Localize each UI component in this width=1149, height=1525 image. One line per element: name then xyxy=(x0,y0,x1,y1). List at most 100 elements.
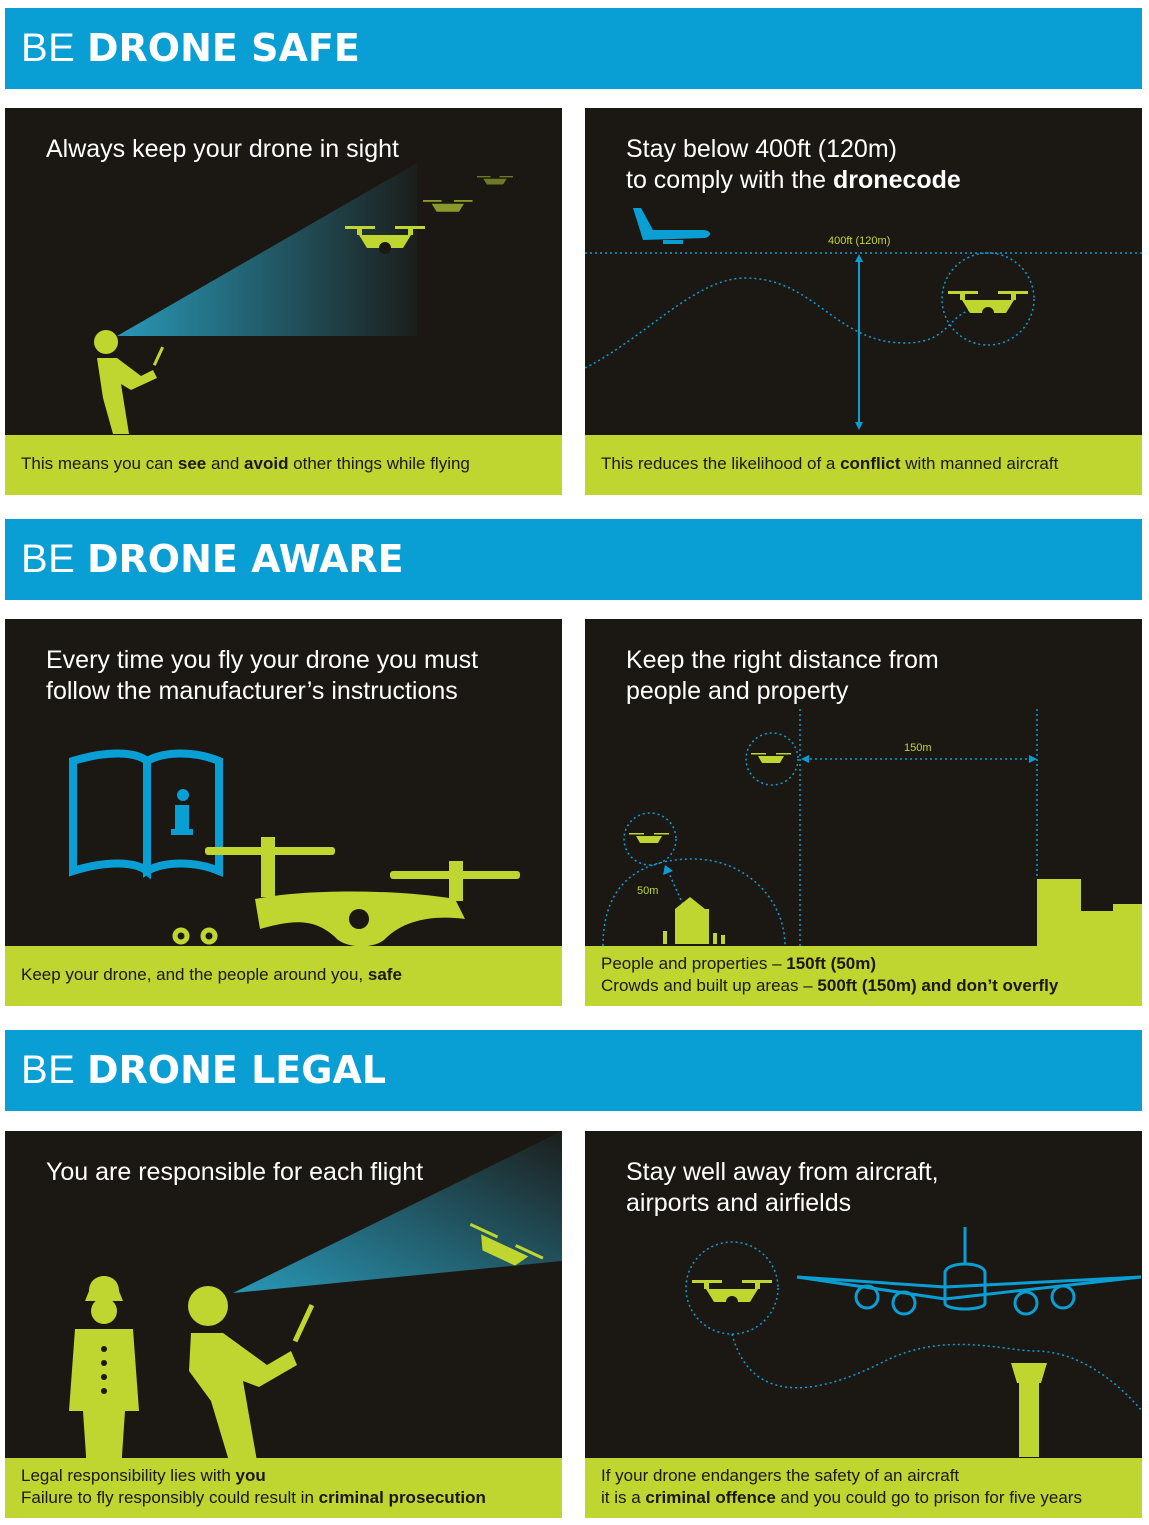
title-line: to comply with the dronecode xyxy=(626,165,1126,196)
drone-icon xyxy=(469,1223,544,1266)
panel-title: Every time you fly your drone you must f… xyxy=(46,645,546,707)
caption-line: If your drone endangers the safety of an… xyxy=(601,1466,960,1485)
drone-icon xyxy=(948,291,1028,319)
title-line: Stay well away from aircraft, xyxy=(626,1158,939,1186)
flight-path xyxy=(731,1333,1142,1412)
distance-illustration xyxy=(602,709,1142,947)
caption-emphasis: conflict xyxy=(840,454,901,473)
caption-text: Failure to fly responsibly could result … xyxy=(21,1488,319,1507)
manual-book-icon xyxy=(69,749,223,880)
sight-beam xyxy=(233,1131,562,1293)
police-officer-icon xyxy=(69,1276,139,1471)
banner-prefix: BE xyxy=(21,26,76,70)
drone-zone-circle xyxy=(941,252,1035,346)
caption-line: Failure to fly responsibly could result … xyxy=(21,1487,546,1509)
distance-label-150: 150m xyxy=(904,742,932,754)
distance-arc-50 xyxy=(602,858,786,947)
caption-text: with manned aircraft xyxy=(900,454,1059,473)
panel-caption: Legal responsibility lies with you Failu… xyxy=(5,1458,562,1518)
drone-icon xyxy=(692,1280,772,1308)
panel-keep-in-sight: Always keep your drone in sight This mea… xyxy=(5,108,562,495)
info-icon xyxy=(171,789,193,835)
caption-line: it is a criminal offence and you could g… xyxy=(601,1487,1126,1509)
section-banner-legal: BE DRONE LEGAL xyxy=(5,1030,1142,1111)
drone-icon xyxy=(345,226,425,254)
caption-emphasis: criminal prosecution xyxy=(318,1488,486,1507)
banner-title: DRONE LEGAL xyxy=(86,1048,387,1092)
section-banner-aware: BE DRONE AWARE xyxy=(5,519,1142,600)
panel-caption: This reduces the likelihood of a conflic… xyxy=(585,435,1142,495)
title-line: people and property xyxy=(626,677,849,705)
altitude-illustration xyxy=(585,208,1142,430)
panel-title: You are responsible for each flight xyxy=(46,1158,424,1186)
caption-text: People and properties – xyxy=(601,954,787,973)
caption-emphasis: see xyxy=(177,454,207,473)
large-drone-icon xyxy=(205,837,520,947)
panel-title: Stay well away from aircraft, airports a… xyxy=(626,1157,1126,1219)
caption-emphasis: avoid xyxy=(244,454,289,473)
drone-icon xyxy=(629,833,669,843)
panel-caption: People and properties – 150ft (50m) Crow… xyxy=(585,946,1142,1006)
title-line: Keep the right distance from xyxy=(626,646,939,674)
instructions-illustration xyxy=(69,749,520,947)
title-line: Every time you fly your drone you must xyxy=(46,646,479,674)
banner-prefix: BE xyxy=(21,537,76,581)
banner-prefix: BE xyxy=(21,1048,76,1092)
airliner-icon xyxy=(796,1227,1142,1316)
caption-text: and you could go to prison for five year… xyxy=(775,1488,1082,1507)
panel-airports: Stay well away from aircraft, airports a… xyxy=(585,1131,1142,1518)
keep-in-sight-illustration xyxy=(94,163,513,434)
caption-text: other things while flying xyxy=(288,454,470,473)
caption-emphasis: criminal offence xyxy=(645,1488,776,1507)
panel-title: Always keep your drone in sight xyxy=(46,135,399,163)
altitude-label: 400ft (120m) xyxy=(828,235,891,247)
drone-icon-farthest xyxy=(477,176,513,185)
caption-text: Crowds and built up areas – xyxy=(601,976,818,995)
drone-icon-far xyxy=(423,200,473,212)
responsibility-illustration xyxy=(69,1131,562,1518)
caption-text: it is a xyxy=(601,1488,646,1507)
caption-text: and xyxy=(206,454,245,473)
uniform-buttons xyxy=(101,1346,107,1394)
caption-text: Keep your drone, and the people around y… xyxy=(21,965,368,984)
panel-caption: If your drone endangers the safety of an… xyxy=(585,1458,1142,1518)
title-text: to comply with the xyxy=(626,166,834,194)
caption-line: Crowds and built up areas – 500ft (150m)… xyxy=(601,975,1126,997)
banner-title: DRONE SAFE xyxy=(86,26,360,70)
plane-icon xyxy=(633,208,711,244)
title-emphasis: dronecode xyxy=(833,166,961,194)
title-line: Stay below 400ft (120m) xyxy=(626,135,897,163)
caption-emphasis: you xyxy=(235,1466,266,1485)
caption-text: This means you can xyxy=(21,454,178,473)
caption-line: Legal responsibility lies with you xyxy=(21,1465,546,1487)
city-buildings-icon xyxy=(1037,879,1142,946)
panel-title: Keep the right distance from people and … xyxy=(626,645,1126,707)
section-banner-safe: BE DRONE SAFE xyxy=(5,8,1142,89)
panel-keep-distance: Keep the right distance from people and … xyxy=(585,619,1142,1006)
airport-illustration xyxy=(685,1227,1142,1457)
nuts-icon xyxy=(172,927,218,945)
caption-emphasis: 500ft (150m) and don’t overfly xyxy=(817,976,1059,995)
title-line: follow the manufacturer’s instructions xyxy=(46,677,458,705)
flight-path xyxy=(585,277,986,369)
caption-line: People and properties – 150ft (50m) xyxy=(601,953,1126,975)
house-icon xyxy=(663,897,725,944)
caption-text: Legal responsibility lies with xyxy=(21,1466,236,1485)
panel-manufacturer-instructions: Every time you fly your drone you must f… xyxy=(5,619,562,1006)
banner-title: DRONE AWARE xyxy=(86,537,404,581)
caption-text: This reduces the likelihood of a xyxy=(601,454,841,473)
title-line: airports and airfields xyxy=(626,1189,852,1217)
control-tower-icon xyxy=(1011,1363,1047,1457)
drone-zone-circle xyxy=(685,1241,779,1335)
panel-title: Stay below 400ft (120m) to comply with t… xyxy=(626,134,1126,196)
person-icon xyxy=(94,330,165,434)
distance-label-50: 50m xyxy=(637,885,659,897)
sight-beam xyxy=(117,163,417,336)
caption-emphasis: 150ft (50m) xyxy=(786,954,877,973)
panel-caption: This means you can see and avoid other t… xyxy=(5,435,562,495)
panel-stay-below: Stay below 400ft (120m) to comply with t… xyxy=(585,108,1142,495)
drone-icon xyxy=(751,753,791,763)
panel-caption: Keep your drone, and the people around y… xyxy=(5,946,562,1006)
caption-emphasis: safe xyxy=(367,965,402,984)
panel-responsible: You are responsible for each flight Lega… xyxy=(5,1131,562,1518)
